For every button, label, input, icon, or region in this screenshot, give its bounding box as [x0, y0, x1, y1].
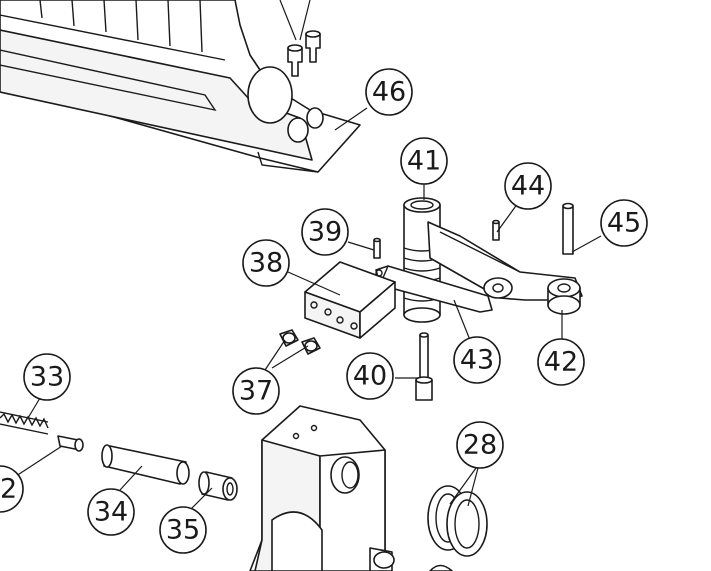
- svg-text:34: 34: [94, 497, 128, 528]
- callout-46: 46: [365, 68, 413, 116]
- callout-28: 28: [456, 421, 504, 469]
- callout-41: 41: [400, 137, 448, 185]
- part-38-block: [304, 261, 396, 339]
- callout-43: 43: [453, 336, 501, 384]
- svg-text:41: 41: [407, 146, 441, 177]
- svg-text:35: 35: [166, 515, 200, 546]
- svg-text:46: 46: [372, 77, 406, 108]
- svg-text:40: 40: [353, 361, 387, 392]
- part-42-lever: [427, 221, 583, 315]
- part-44-pin: [492, 219, 500, 241]
- callout-37: 37: [232, 367, 280, 415]
- svg-text:38: 38: [249, 248, 283, 279]
- part-46-rail: [0, 0, 361, 173]
- svg-text:43: 43: [460, 345, 494, 376]
- svg-text:42: 42: [544, 347, 578, 378]
- svg-text:44: 44: [511, 171, 545, 202]
- part-28-rings: [427, 485, 488, 571]
- svg-text:39: 39: [308, 217, 342, 248]
- callout-34: 34: [87, 488, 135, 536]
- svg-text:45: 45: [607, 208, 641, 239]
- svg-text:32: 32: [0, 474, 17, 505]
- callout-40: 40: [346, 352, 394, 400]
- part-45-pin: [562, 202, 574, 255]
- callout-32: 32: [0, 465, 24, 513]
- callout-33: 33: [23, 353, 71, 401]
- callout-35: 35: [159, 506, 207, 554]
- callout-44: 44: [504, 162, 552, 210]
- part-34-shaft: [101, 444, 190, 485]
- part-35-bushing: [198, 471, 238, 501]
- main-body-housing: [249, 405, 395, 571]
- svg-text:33: 33: [30, 362, 64, 393]
- callout-42: 42: [537, 338, 585, 386]
- callout-38: 38: [242, 239, 290, 287]
- part-33-spring: [0, 411, 49, 435]
- leader-lines: [9, 107, 602, 511]
- svg-text:37: 37: [239, 376, 273, 407]
- callout-39: 39: [301, 208, 349, 256]
- callout-45: 45: [600, 199, 648, 247]
- part-32-pin: [57, 435, 84, 452]
- part-39-pin: [373, 237, 381, 259]
- svg-text:28: 28: [463, 430, 497, 461]
- part-40-bolt: [415, 332, 433, 401]
